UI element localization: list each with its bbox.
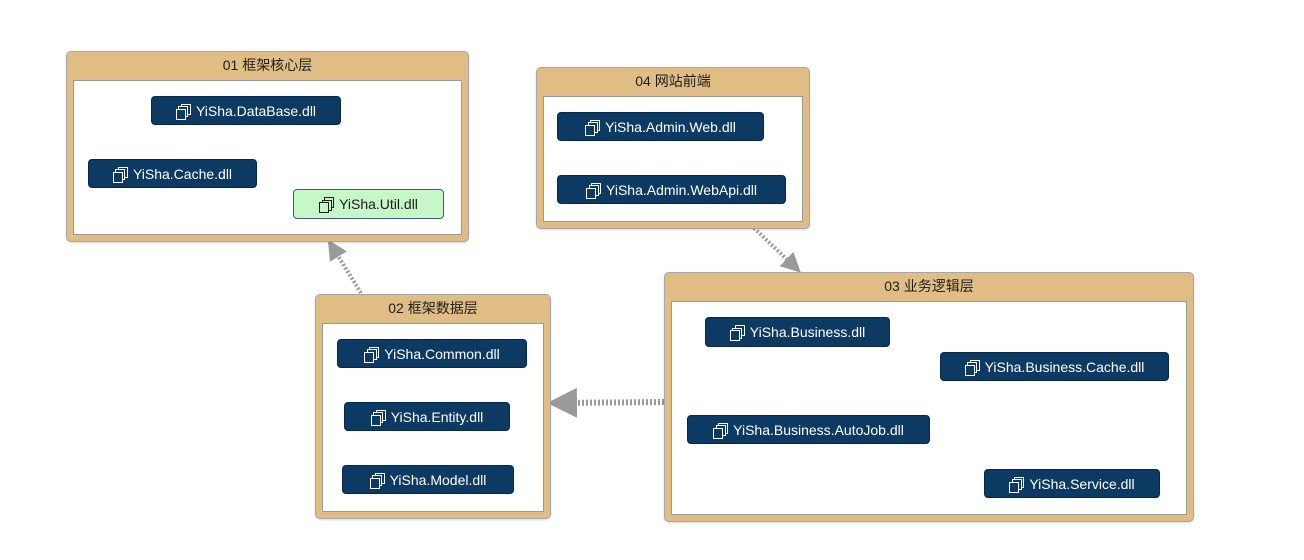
edge-web-to-business [752,226,801,273]
assembly-icon [369,472,385,489]
node-label: YiSha.Entity.dll [390,408,484,425]
node-label: YiSha.Common.dll [384,345,500,362]
group-title: 02 框架数据层 [388,300,478,316]
node-label: YiSha.Business.dll [749,324,866,340]
group-web-frontend: 04 网站前端 [536,67,810,229]
assembly-icon [585,119,601,136]
node-database[interactable]: YiSha.DataBase.dll [151,96,341,125]
group-title: 04 网站前端 [635,73,711,89]
assembly-icon [175,103,191,120]
node-business-autojob[interactable]: YiSha.Business.AutoJob.dll [687,415,930,444]
node-common[interactable]: YiSha.Common.dll [337,339,527,368]
edge-business-to-datalayer [547,387,665,418]
edge-datalayer-to-core [327,239,363,295]
group-title: 01 框架核心层 [222,57,313,73]
group-title: 03 业务逻辑层 [884,278,974,294]
node-cache[interactable]: YiSha.Cache.dll [88,159,257,188]
assembly-icon [112,166,128,183]
node-label: YiSha.Business.AutoJob.dll [733,421,904,438]
node-label: YiSha.Business.Cache.dll [984,358,1145,375]
node-label: YiSha.Model.dll [389,471,487,488]
assembly-icon [370,409,386,426]
assembly-icon [319,197,335,213]
node-label: YiSha.Cache.dll [132,165,233,182]
node-util[interactable]: YiSha.Util.dll [293,189,444,219]
node-business-cache[interactable]: YiSha.Business.Cache.dll [940,352,1169,381]
node-label: YiSha.Service.dll [1029,475,1135,492]
node-admin-webapi[interactable]: YiSha.Admin.WebApi.dll [557,175,786,204]
assembly-icon [964,359,980,376]
assembly-icon [1009,476,1025,493]
node-entity[interactable]: YiSha.Entity.dll [344,402,510,431]
node-label: YiSha.DataBase.dll [195,102,317,119]
assembly-icon [586,182,602,199]
assembly-icon [713,422,729,439]
node-service[interactable]: YiSha.Service.dll [984,469,1160,498]
node-label: YiSha.Admin.WebApi.dll [606,181,757,198]
node-label: YiSha.Util.dll [339,196,418,212]
node-model[interactable]: YiSha.Model.dll [342,465,514,494]
assembly-icon [364,346,380,363]
node-business[interactable]: YiSha.Business.dll [705,317,890,347]
node-label: YiSha.Admin.Web.dll [605,118,736,135]
node-admin-web[interactable]: YiSha.Admin.Web.dll [557,112,764,141]
assembly-icon [729,325,745,341]
